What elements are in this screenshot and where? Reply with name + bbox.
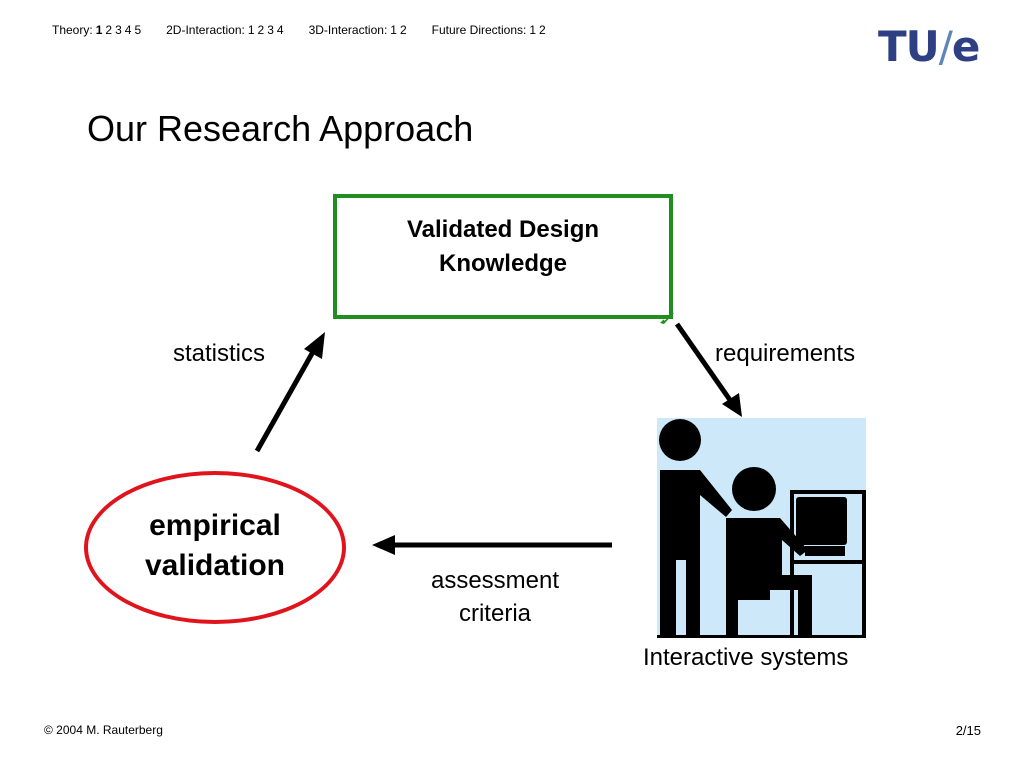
nav-group-label: Theory: [52, 23, 93, 37]
nav-page-link[interactable]: 2 [399, 23, 407, 37]
nav-page-link[interactable]: 5 [134, 23, 142, 37]
logo-text-e: e [951, 22, 980, 71]
nav-page-link[interactable]: 2 [539, 23, 546, 37]
arrow-assessment-head [372, 535, 395, 555]
nav-page-link[interactable]: 2 [257, 23, 265, 37]
arrow-statistics-shaft [254, 348, 317, 453]
nav-page-link[interactable]: 1 [95, 23, 103, 37]
nav-group-label: Future Directions: [431, 23, 527, 37]
logo-text-tu: TU [878, 22, 940, 71]
arrow-requirements-head [722, 393, 742, 417]
nav-page-link[interactable]: 2 [105, 23, 113, 37]
interactive-systems-label: Interactive systems [643, 644, 849, 671]
statistics-label: statistics [173, 340, 266, 367]
nav-page-link[interactable]: 1 [529, 23, 537, 37]
nav-page-link[interactable]: 3 [267, 23, 274, 37]
assessment-criteria-label: assessment criteria [430, 567, 560, 627]
nav-page-link[interactable]: 4 [124, 23, 132, 37]
tue-logo: TU/e [878, 22, 980, 71]
knowledge-box-label: Validated Design Knowledge [406, 215, 600, 277]
empirical-validation-ellipse: empirical validation [84, 471, 346, 624]
requirements-label: requirements [715, 340, 856, 367]
page-title: Our Research Approach [87, 108, 474, 149]
validated-design-knowledge-box: Validated Design Knowledge [333, 194, 673, 319]
nav-page-link[interactable]: 4 [276, 23, 284, 37]
empirical-validation-label: empirical validation [144, 508, 286, 582]
nav-page-link[interactable]: 3 [115, 23, 122, 37]
nav-page-link[interactable]: 1 [390, 23, 397, 37]
user-at-computer-icon [657, 418, 866, 638]
nav-group-label: 2D-Interaction: [166, 23, 245, 37]
arrow-statistics-head [304, 332, 325, 359]
logo-slash: / [938, 22, 953, 71]
nav-group-label: 3D-Interaction: [308, 23, 388, 37]
copyright: © 2004 M. Rauterberg [44, 723, 163, 737]
nav-page-link[interactable]: 1 [247, 23, 255, 37]
page-number: 2/15 [955, 723, 981, 738]
arrow-requirements-shaft [674, 322, 733, 402]
